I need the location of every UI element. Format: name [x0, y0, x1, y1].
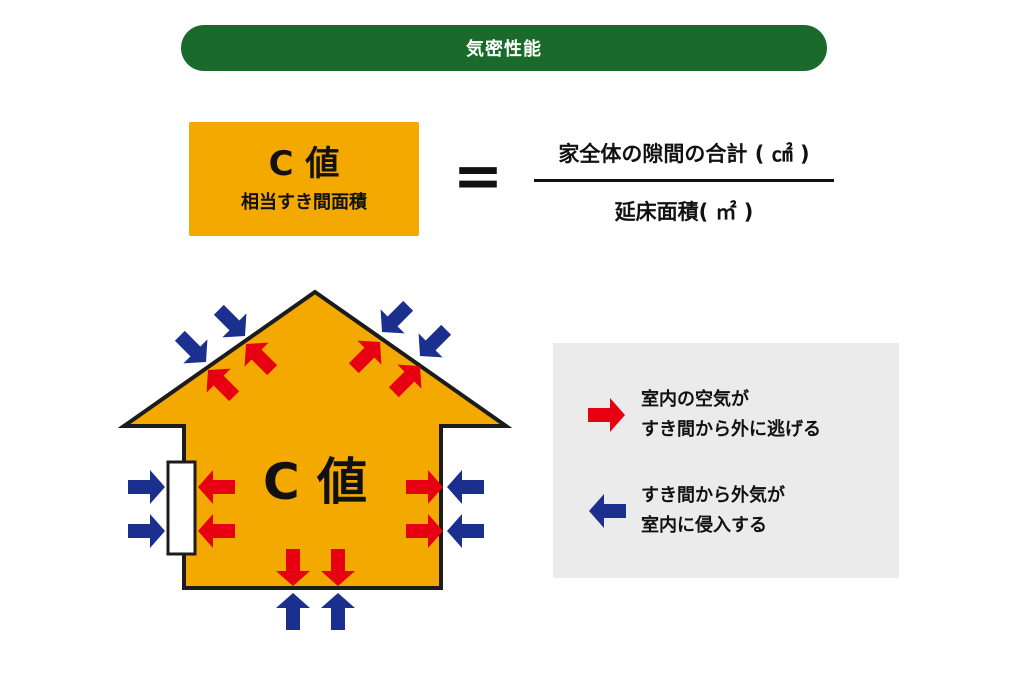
inflow-arrow-icon: [447, 470, 484, 504]
red-arrow-right-icon: [588, 398, 625, 432]
c-value-title: C 値: [268, 144, 340, 184]
inflow-arrow-icon: [276, 593, 310, 630]
legend-item-inflow: すき間から外気が 室内に侵入する: [587, 481, 785, 541]
fraction-line: [534, 179, 834, 182]
legend-panel: 室内の空気が すき間から外に逃げる すき間から外気が 室内に侵入する: [553, 343, 899, 578]
legend-outflow-line1: 室内の空気が: [641, 389, 749, 410]
blue-arrow-left-icon: [589, 494, 626, 528]
legend-inflow-line2: 室内に侵入する: [641, 515, 767, 536]
formula-numerator: 家全体の隙間の合計 ( ㎠ ): [558, 142, 810, 166]
header-banner: 気密性能: [181, 25, 827, 71]
c-value-subtitle: 相当すき間面積: [241, 192, 367, 213]
banner-title: 気密性能: [466, 39, 542, 60]
legend-item-outflow: 室内の空気が すき間から外に逃げる: [587, 385, 821, 445]
window-icon: [166, 460, 197, 556]
legend-outflow-line2: すき間から外に逃げる: [641, 419, 821, 440]
inflow-arrow-icon: [321, 593, 355, 630]
legend-inflow-line1: すき間から外気が: [641, 485, 785, 506]
equals-sign: =: [452, 141, 504, 211]
c-value-box: C 値 相当すき間面積: [189, 122, 419, 236]
inflow-arrow-icon: [447, 514, 484, 548]
house-label: C 値: [262, 453, 368, 511]
formula-denominator: 延床面積( ㎡ ): [614, 200, 754, 224]
inflow-arrow-icon: [128, 470, 165, 504]
inflow-arrow-icon: [128, 514, 165, 548]
